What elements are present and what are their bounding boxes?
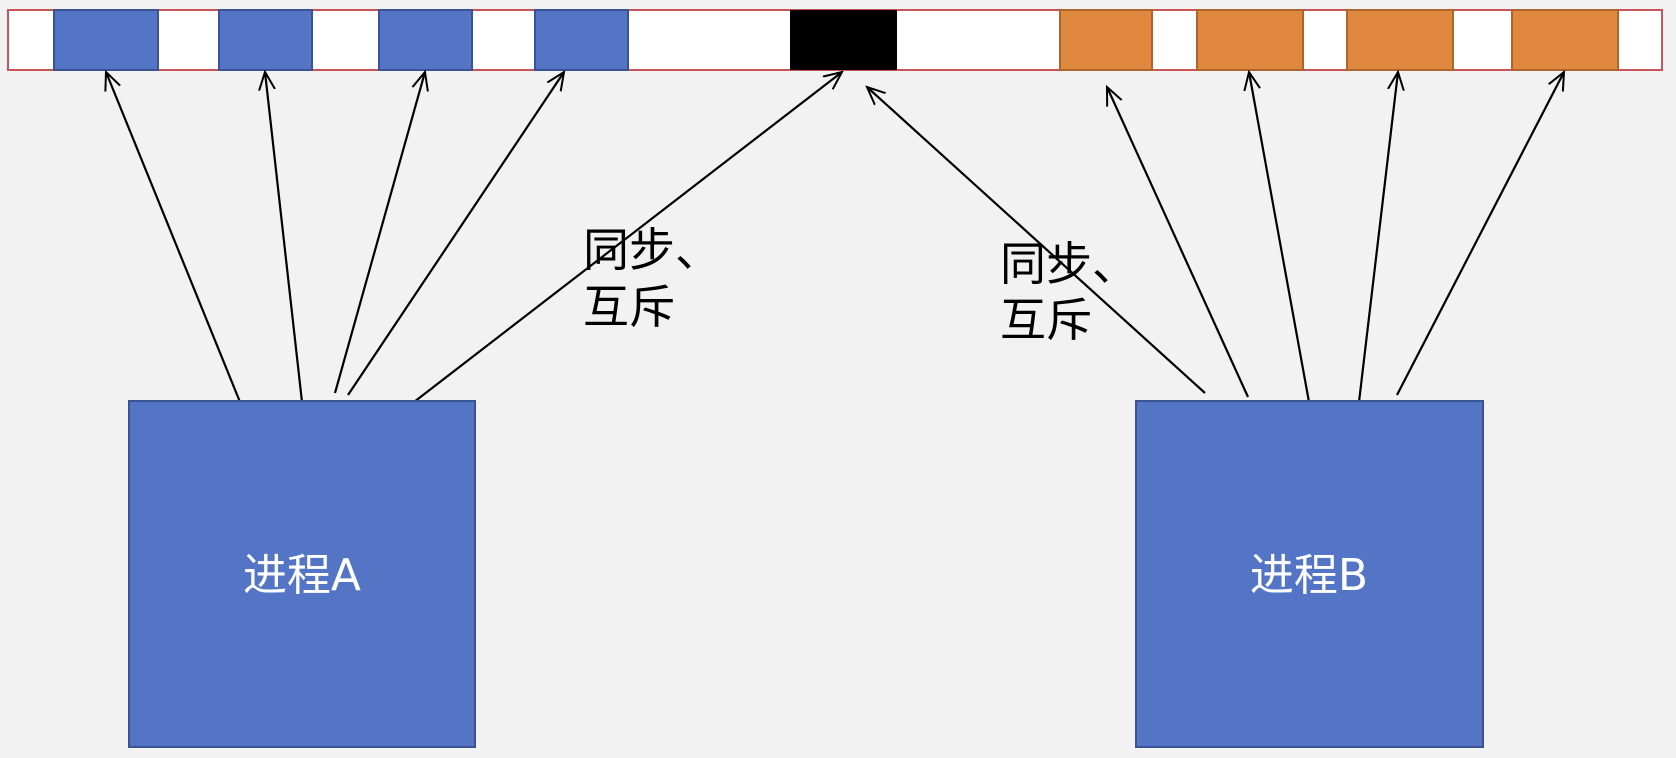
process-b-rect xyxy=(1135,400,1484,748)
process-b-label: 进程B xyxy=(1250,550,1368,601)
arrow xyxy=(1107,87,1250,398)
process-b-memory-block xyxy=(1346,9,1454,71)
arrow xyxy=(265,72,304,403)
process-a-label: 进程A xyxy=(243,550,361,601)
process-a-arrows xyxy=(106,72,842,403)
sync-label-left-line2: 互斥 xyxy=(583,280,675,334)
arrow xyxy=(1396,72,1564,396)
arrow xyxy=(106,72,242,403)
memory-strip xyxy=(7,9,1663,71)
arrow xyxy=(867,87,1206,394)
arrow xyxy=(333,72,425,394)
process-a-memory-block xyxy=(378,9,473,71)
process-b-arrows xyxy=(867,72,1564,403)
process-a-rect xyxy=(128,400,476,748)
sync-label-right-line2: 互斥 xyxy=(1000,293,1092,347)
sync-label-right-line1: 同步、 xyxy=(1000,237,1138,291)
process-b-box: 进程B xyxy=(1135,400,1484,748)
process-b-memory-block xyxy=(1059,9,1153,71)
arrow xyxy=(1357,72,1398,403)
sync-label-left-line1: 同步、 xyxy=(583,223,721,277)
arrow xyxy=(413,72,842,403)
arrow xyxy=(347,72,564,396)
process-b-memory-block xyxy=(1511,9,1619,71)
process-a-box: 进程A xyxy=(128,400,476,748)
sync-label-left: 同步、 互斥 xyxy=(583,223,721,334)
process-b-memory-block xyxy=(1196,9,1304,71)
process-a-memory-block xyxy=(53,9,159,71)
process-a-memory-block xyxy=(534,9,629,71)
sync-label-right: 同步、 互斥 xyxy=(1000,237,1138,347)
process-a-memory-block xyxy=(218,9,313,71)
arrow xyxy=(1249,72,1311,403)
shared-memory-block xyxy=(790,10,897,70)
